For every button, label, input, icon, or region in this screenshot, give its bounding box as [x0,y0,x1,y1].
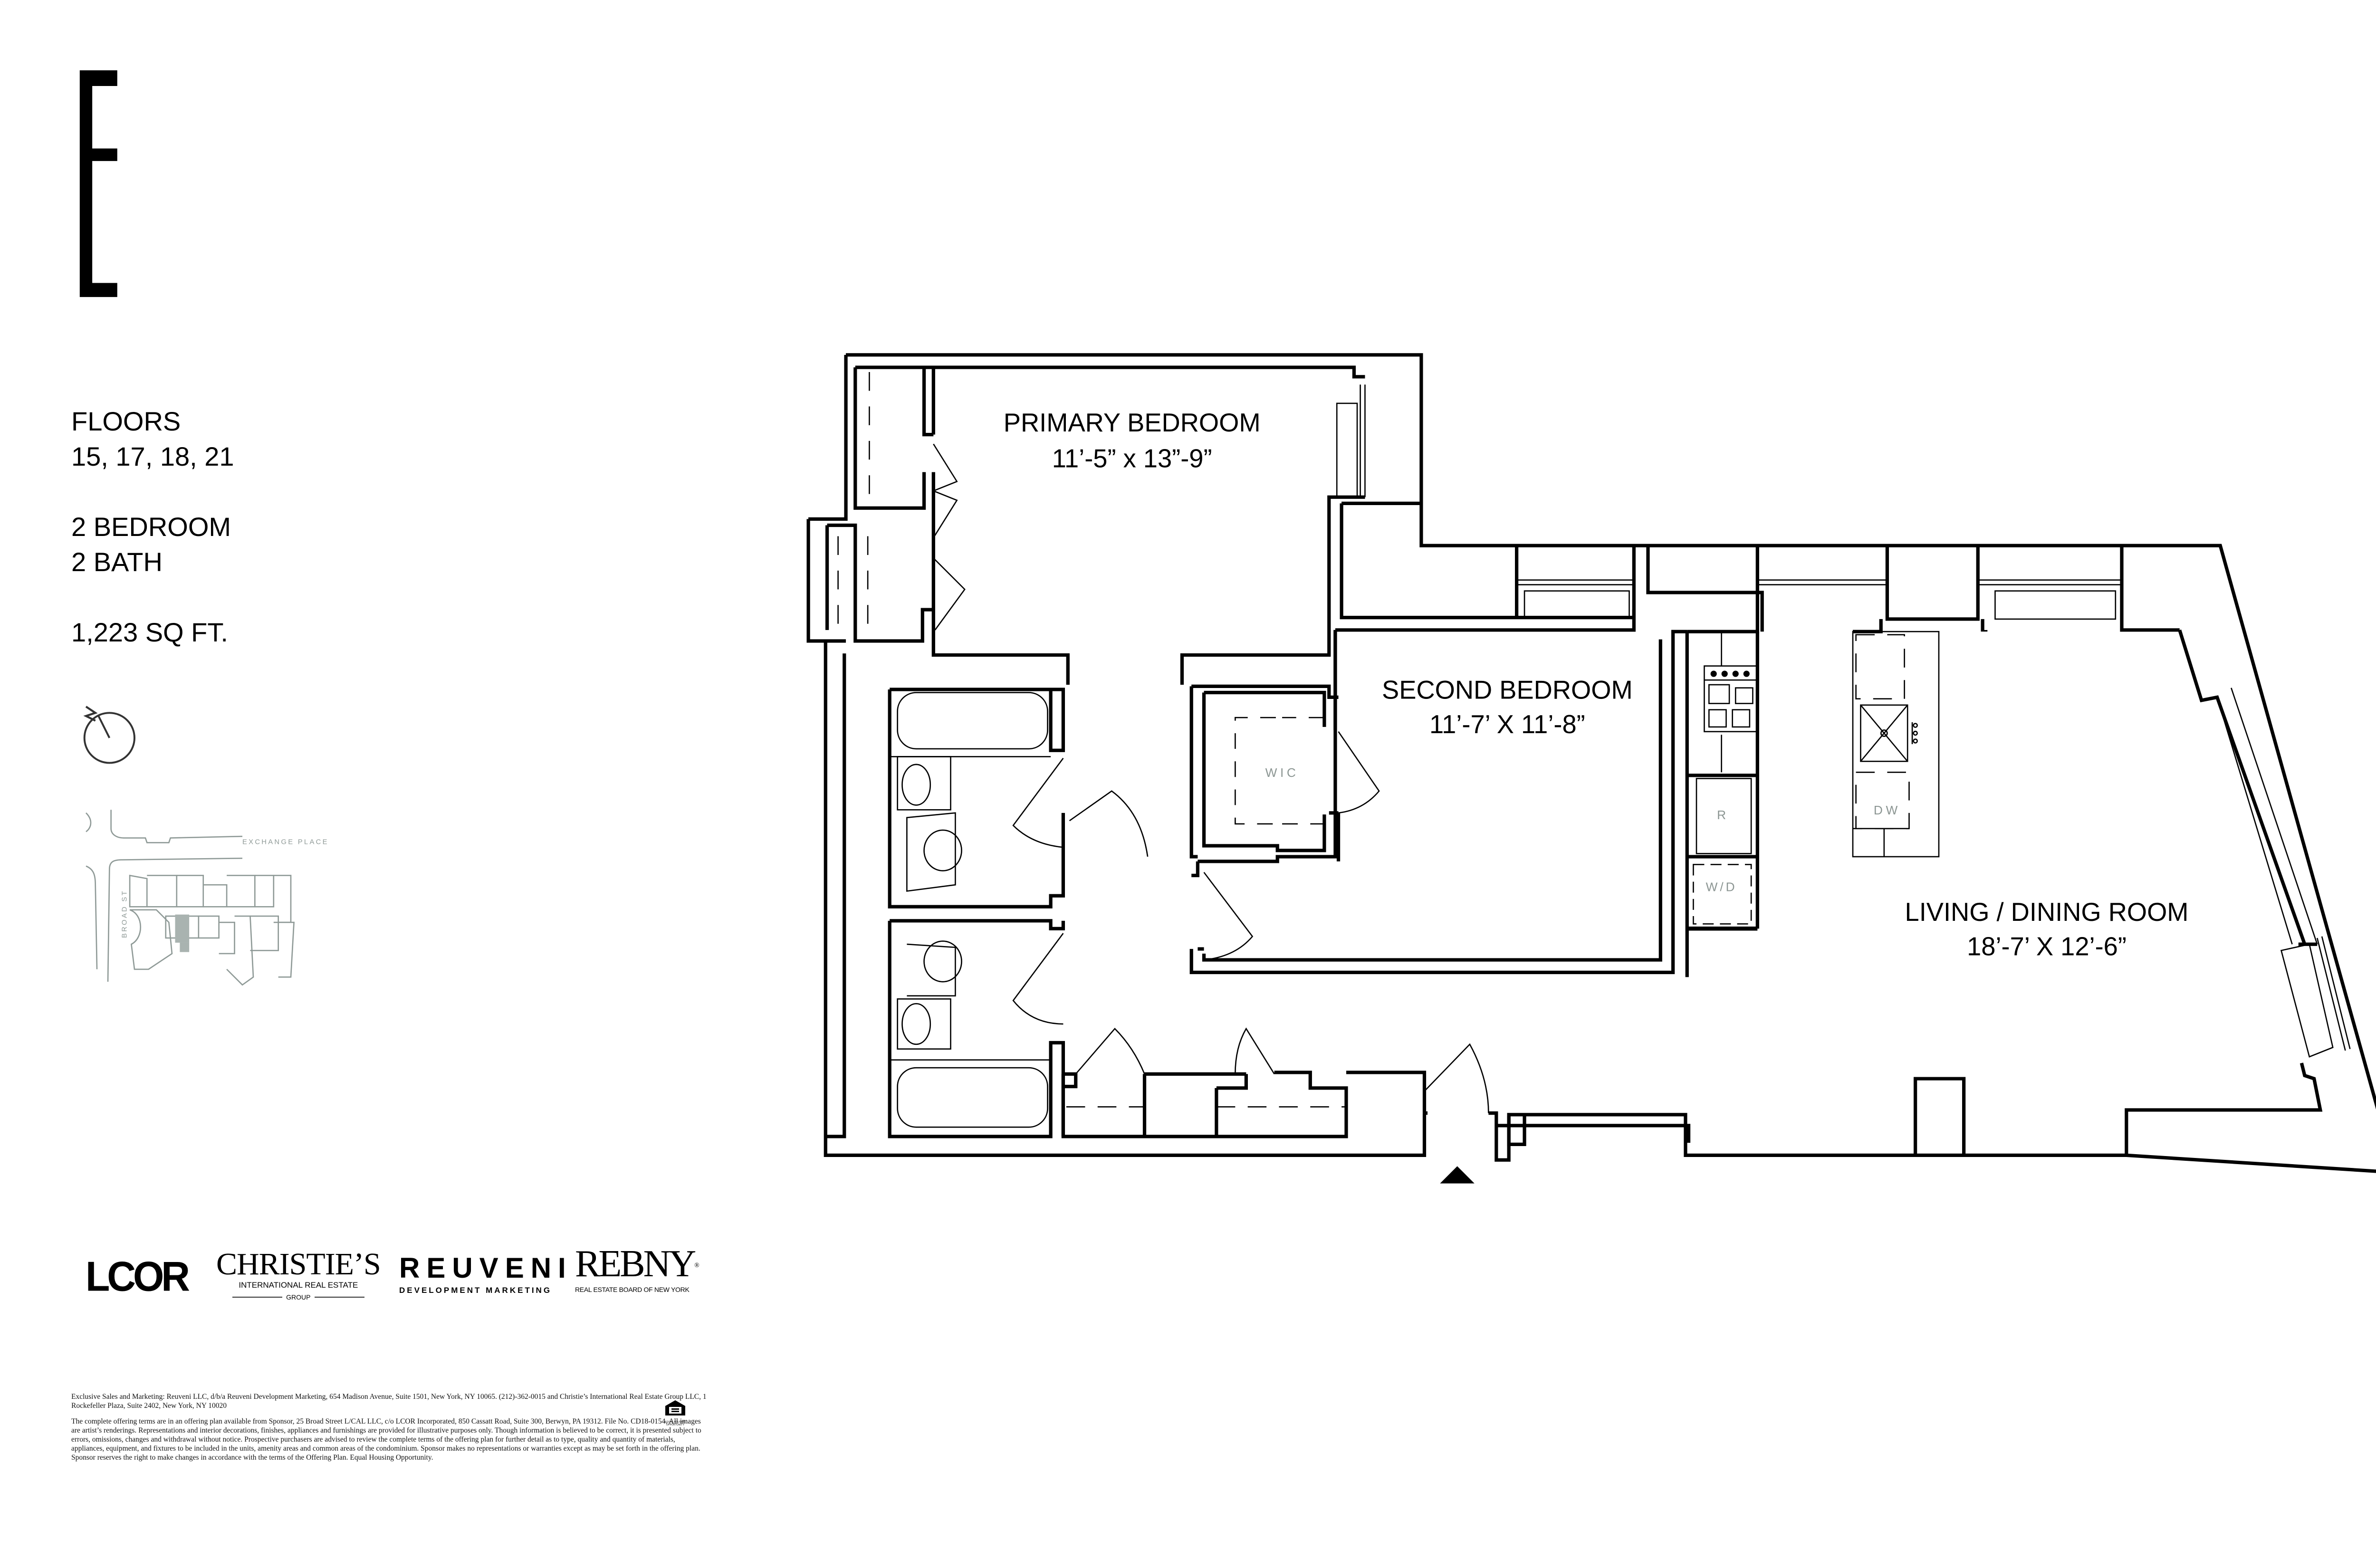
rebny-logo-sub: REAL ESTATE BOARD OF NEW YORK [575,1286,690,1293]
key-plan-street-broad: BROAD ST [121,889,129,938]
christies-logo-main: CHRISTIE’S [216,1247,381,1281]
lcor-logo: LCOR [86,1252,190,1300]
reuveni-logo-sub: DEVELOPMENT MARKETING [399,1286,552,1295]
reuveni-logo: REUVENI DEVELOPMENT MARKETING [399,1253,573,1295]
entry-arrow-icon [1440,1166,1475,1184]
room-living-dining-dims: 18’-7’ X 12’-6” [1967,932,2127,961]
key-plan-map: EXCHANGE PLACE BROAD ST [86,810,329,986]
room-primary-bedroom-name: PRIMARY BEDROOM [1004,408,1261,437]
key-plan-unit-highlight [175,914,190,943]
bedroom-count: 2 BEDROOM [71,512,231,542]
label-washer-dryer: W/D [1706,880,1737,894]
compass-icon [83,706,135,764]
legal-disclaimer: Exclusive Sales and Marketing: Reuveni L… [71,1392,708,1469]
unit-letter-e [79,70,117,297]
floors-label: FLOORS [71,406,181,436]
key-plan-street-exchange: EXCHANGE PLACE [242,839,329,846]
christies-logo-group: GROUP [286,1293,311,1301]
floor-plan-details [837,372,2351,1128]
room-second-bedroom-name: SECOND BEDROOM [1382,676,1633,705]
label-refrigerator: R [1717,808,1726,822]
bath-count: 2 BATH [71,547,163,577]
rebny-registered-mark: ® [694,1262,699,1269]
christies-logo: CHRISTIE’S INTERNATIONAL REAL ESTATE GRO… [216,1249,381,1301]
eho-caption-2: OPPORTUNITY [666,1424,685,1426]
room-second-bedroom-dims: 11’-7’ X 11’-8” [1429,710,1585,739]
room-primary-bedroom-dims: 11’-5” x 13”-9” [1052,444,1212,473]
reuveni-logo-main: REUVENI [399,1252,573,1284]
unit-info: FLOORS 15, 17, 18, 21 2 BEDROOM 2 BATH 1… [71,404,234,685]
floor-plan-walls [806,353,2376,1173]
square-footage: 1,223 SQ FT. [71,617,228,647]
partner-logos: LCOR CHRISTIE’S INTERNATIONAL REAL ESTAT… [81,1245,756,1307]
rebny-logo: REBNY® REAL ESTATE BOARD OF NEW YORK [575,1245,699,1293]
offering-plan-disclaimer: The complete offering terms are in an of… [71,1417,701,1462]
label-wic: WIC [1265,765,1299,780]
floors-value: 15, 17, 18, 21 [71,441,234,471]
label-dishwasher: DW [1874,803,1901,817]
christies-logo-sub: INTERNATIONAL REAL ESTATE [239,1281,358,1290]
rebny-logo-main: REBNY [575,1243,696,1285]
room-living-dining-name: LIVING / DINING ROOM [1905,898,2189,927]
eho-caption-1: EQUAL HOUSING [664,1421,686,1424]
equal-housing-icon [665,1400,685,1415]
sales-marketing-notice: Exclusive Sales and Marketing: Reuveni L… [71,1393,707,1410]
equal-housing-logo: EQUAL HOUSING OPPORTUNITY [663,1399,688,1426]
